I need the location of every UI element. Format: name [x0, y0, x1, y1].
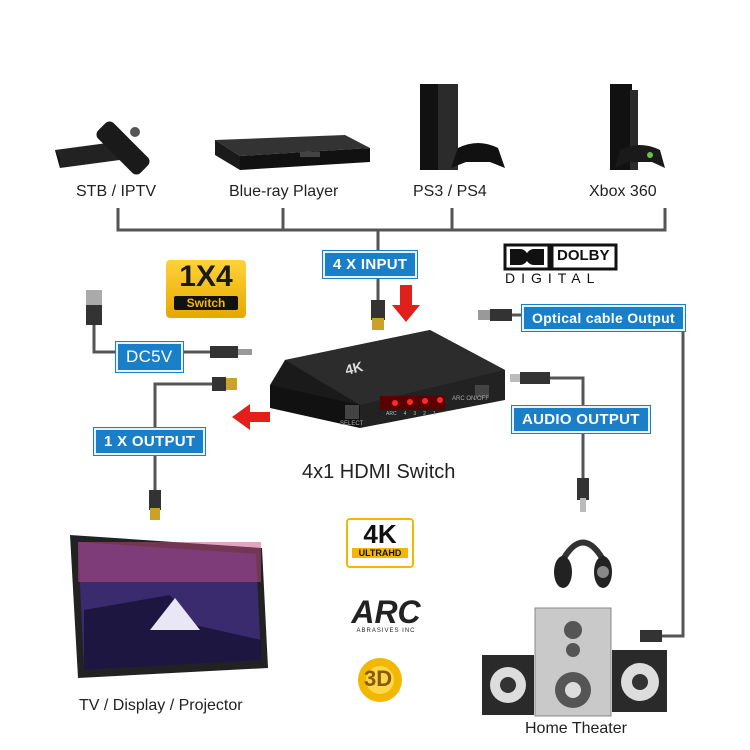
arc-logo: ARC ABRASIVES INC — [336, 596, 436, 634]
arc-logo-sub: ABRASIVES INC — [356, 628, 416, 634]
dolby-logo — [503, 243, 618, 271]
xbox-device — [610, 84, 665, 170]
4k-ultrahd-badge: 4K ULTRAHD — [346, 518, 414, 568]
arc-logo-title: ARC — [351, 594, 421, 630]
led-label: ARC — [386, 411, 397, 417]
input-label: 4 X INPUT — [323, 251, 418, 278]
switch-select-text: SELECT — [340, 421, 364, 427]
home-theater-speakers — [482, 607, 667, 717]
input-arrow — [392, 285, 420, 322]
led-label: 2 — [423, 411, 426, 417]
switch-led-labels: ARC 4 3 2 1 — [386, 411, 436, 417]
switch-arc-text: ARC ON/OFF — [452, 396, 489, 402]
ps4-device — [420, 84, 505, 170]
xbox-label: Xbox 360 — [589, 183, 657, 200]
4k-badge-title: 4K — [363, 519, 397, 549]
3d-badge-text: 3D — [364, 666, 393, 691]
tv-label: TV / Display / Projector — [79, 697, 243, 714]
bluray-device — [215, 135, 370, 170]
3d-badge-shape — [358, 658, 402, 702]
stb-label: STB / IPTV — [76, 183, 157, 200]
led-label: 3 — [413, 411, 417, 417]
audio-output-label: AUDIO OUTPUT — [512, 406, 650, 433]
dc5v-label: DC5V — [116, 342, 183, 372]
tv-display — [70, 535, 268, 678]
ps-label: PS3 / PS4 — [413, 183, 487, 200]
optical-label: Optical cable Output — [522, 305, 685, 331]
led-label: 4 — [403, 411, 407, 417]
home-theater-label: Home Theater — [525, 720, 627, 737]
switch-caption: 4x1 HDMI Switch — [302, 461, 456, 483]
output-arrow — [232, 404, 270, 430]
bluray-label: Blue-ray Player — [229, 183, 339, 200]
1x4-switch-badge: 1X4 Switch — [166, 260, 246, 318]
1x4-badge-title: 1X4 — [179, 260, 233, 293]
dolby-sub: DIGITAL — [505, 270, 601, 286]
1x4-badge-sub: Switch — [174, 296, 238, 310]
output-label: 1 X OUTPUT — [94, 428, 206, 455]
headphones — [554, 539, 612, 588]
hdmi-switch-device — [270, 330, 505, 428]
dolby-brand: DOLBY — [557, 247, 610, 264]
led-label: 1 — [432, 411, 436, 417]
4k-badge-sub: ULTRAHD — [352, 548, 408, 558]
stb-device — [55, 121, 150, 175]
